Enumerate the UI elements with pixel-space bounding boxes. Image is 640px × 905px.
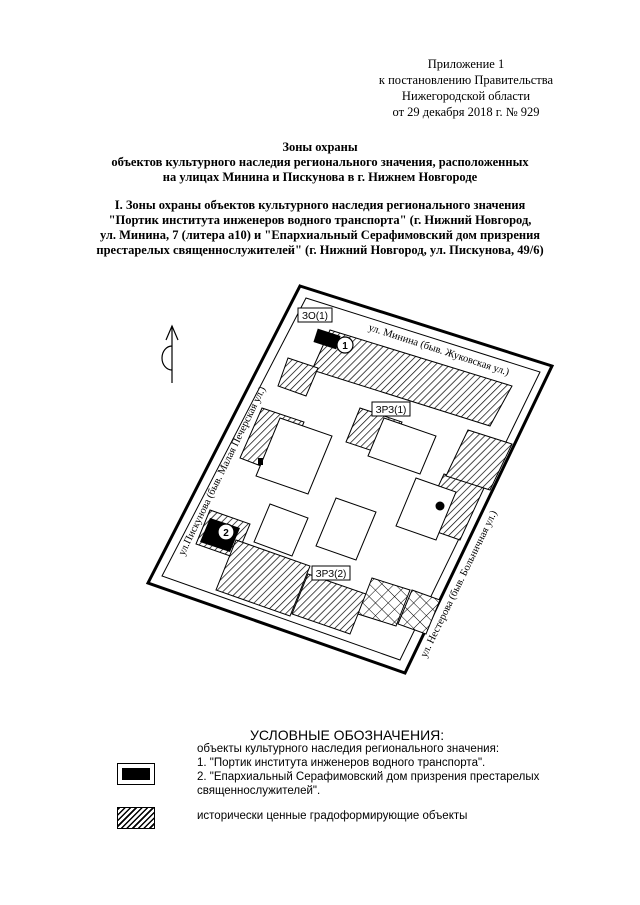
- zone-label-zrz2: ЗРЗ(2): [311, 565, 351, 581]
- legend-heritage-item: 1. "Портик института инженеров водного т…: [197, 757, 486, 769]
- zone-label-zrz1: ЗРЗ(1): [371, 401, 411, 417]
- document-title: Зоны охраны объектов культурного наследи…: [60, 140, 580, 185]
- legend-heritage-text: объекты культурного наследия регионально…: [197, 742, 577, 798]
- building-marker: [258, 458, 263, 465]
- zone-map: 1 2 ЗО(1) ЗРЗ(1) ЗРЗ(2) ул. Минина (быв.…: [145, 284, 555, 675]
- appendix-line: от 29 декабря 2018 г. № 929: [392, 105, 540, 119]
- legend-swatch-heritage: [117, 763, 155, 785]
- zone-inner-boundary: [161, 297, 541, 661]
- appendix-line: Нижегородской области: [401, 89, 531, 103]
- legend-swatch-valuable: [117, 807, 155, 829]
- heritage-object-2: 2: [200, 518, 240, 552]
- title-line: Зоны охраны: [282, 140, 358, 154]
- north-arrow-icon: [161, 324, 179, 383]
- svg-text:ЗРЗ(1): ЗРЗ(1): [376, 405, 407, 416]
- legend-valuable-label: исторически ценные градоформирующие объе…: [197, 810, 468, 822]
- building-marker: [435, 501, 445, 511]
- legend-heritage-item: 2. "Епархиальный Серафимовский дом призр…: [197, 771, 540, 783]
- subtitle-line: престарелых священнослужителей" (г. Нижн…: [96, 243, 544, 257]
- marker-label-1: 1: [342, 341, 348, 352]
- zone-label-zo1: ЗО(1): [297, 307, 333, 323]
- legend-heading: УСЛОВНЫЕ ОБОЗНАЧЕНИЯ:: [250, 727, 445, 743]
- section-title: I. Зоны охраны объектов культурного насл…: [60, 198, 580, 258]
- appendix-header: Приложение 1 к постановлению Правительст…: [330, 56, 602, 120]
- svg-text:ЗРЗ(2): ЗРЗ(2): [316, 569, 347, 580]
- appendix-line: к постановлению Правительства: [378, 73, 554, 87]
- marker-label-2: 2: [223, 528, 229, 539]
- subtitle-line: "Портик института инженеров водного тран…: [108, 213, 532, 227]
- building-outlines: [253, 417, 457, 561]
- svg-text:ЗО(1): ЗО(1): [302, 311, 328, 322]
- legend-heritage-item: священнослужителей".: [197, 785, 321, 797]
- title-line: на улицах Минина и Пискунова в г. Нижнем…: [162, 170, 478, 184]
- cross-hatched-objects: [357, 577, 441, 635]
- title-line: объектов культурного наследия региональн…: [111, 155, 529, 169]
- heritage-object-1: 1: [313, 328, 354, 354]
- appendix-line: Приложение 1: [427, 57, 505, 71]
- subtitle-line: ул. Минина, 7 (литера а10) и "Епархиальн…: [99, 228, 541, 242]
- legend-heritage-intro: объекты культурного наследия регионально…: [197, 743, 500, 755]
- valuable-objects: [195, 329, 513, 635]
- subtitle-line: I. Зоны охраны объектов культурного насл…: [114, 198, 526, 212]
